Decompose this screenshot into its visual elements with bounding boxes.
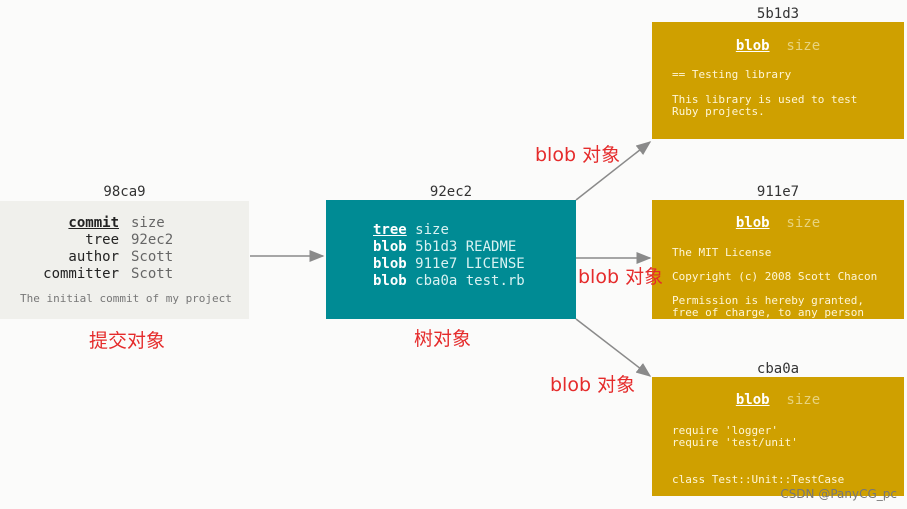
blob-object-box: blob size == Testing library This librar… <box>652 22 904 139</box>
commit-caption: 提交对象 <box>89 330 166 352</box>
tree-entry-val: cba0a test.rb <box>415 273 525 289</box>
blob-header: blob size <box>652 38 904 54</box>
commit-hash: 98ca9 <box>103 184 146 200</box>
tree-caption: 树对象 <box>414 328 472 350</box>
commit-key-committer: committer <box>43 266 119 282</box>
blob-keyword: blob <box>735 392 770 408</box>
tree-hash: 92ec2 <box>429 184 473 200</box>
blob-hash: 5b1d3 <box>756 6 800 22</box>
blob-line: class Test::Unit::TestCase <box>672 473 845 486</box>
tree-entry-kw: blob <box>373 256 407 272</box>
tree-keyword: tree <box>373 222 407 238</box>
commit-val-author: Scott <box>131 249 174 265</box>
blob-size: size <box>786 215 821 231</box>
tree-size: size <box>415 222 449 238</box>
edge-label-blob: blob 对象 <box>578 266 664 288</box>
arrow-tree-to-blob-3 <box>575 318 652 377</box>
commit-key-author: author <box>68 249 119 265</box>
tree-object-box: tree size blob 5b1d3 README blob 911e7 L… <box>326 200 576 319</box>
commit-val-committer: Scott <box>131 266 174 282</box>
blob-keyword: blob <box>735 38 770 54</box>
commit-object-box: commit size tree 92ec2 author Scott comm… <box>0 201 249 319</box>
blob-line: Permission is hereby granted, <box>672 294 865 307</box>
blob-line: This library is used to test <box>672 93 858 106</box>
blob-line: free of charge, to any person <box>672 306 865 319</box>
commit-val-tree: 92ec2 <box>131 232 174 248</box>
commit-key-tree: tree <box>85 232 119 248</box>
blob-object-box: blob size The MIT License Copyright (c) … <box>652 200 904 319</box>
commit-key-commit: commit <box>68 215 119 231</box>
tree-entry-val: 911e7 LICENSE <box>415 256 525 272</box>
watermark: CSDN @PanyCG_pc <box>780 487 897 501</box>
blob-keyword: blob <box>735 215 770 231</box>
blob-line: Copyright (c) 2008 Scott Chacon <box>672 270 878 283</box>
tree-entry-val: 5b1d3 README <box>415 239 517 255</box>
blob-size: size <box>786 392 821 408</box>
tree-entry: blob cba0a test.rb <box>373 273 525 290</box>
edge-label-blob: blob 对象 <box>535 144 621 166</box>
blob-header: blob size <box>652 392 904 408</box>
blob-line: require 'test/unit' <box>672 436 798 449</box>
blob-hash: 911e7 <box>756 184 800 200</box>
tree-entry: blob 5b1d3 README <box>373 239 516 256</box>
edge-label-blob: blob 对象 <box>550 374 636 396</box>
blob-line: The MIT License <box>672 246 772 259</box>
tree-entry: blob 911e7 LICENSE <box>373 256 525 273</box>
blob-hash: cba0a <box>756 361 800 377</box>
blob-size: size <box>786 38 821 54</box>
arrow-tree-to-blob-1 <box>575 141 652 201</box>
commit-message: The initial commit of my project <box>20 292 232 305</box>
tree-entry-kw: blob <box>373 239 407 255</box>
blob-header: blob size <box>652 215 904 231</box>
blob-object-box: blob size require 'logger' require 'test… <box>652 377 904 496</box>
blob-line: Ruby projects. <box>672 105 765 118</box>
tree-entry-kw: blob <box>373 273 407 289</box>
blob-line: == Testing library <box>672 68 792 81</box>
commit-val-size: size <box>131 215 165 231</box>
tree-header-row: tree size <box>373 222 449 239</box>
blob-line: require 'logger' <box>672 424 778 437</box>
